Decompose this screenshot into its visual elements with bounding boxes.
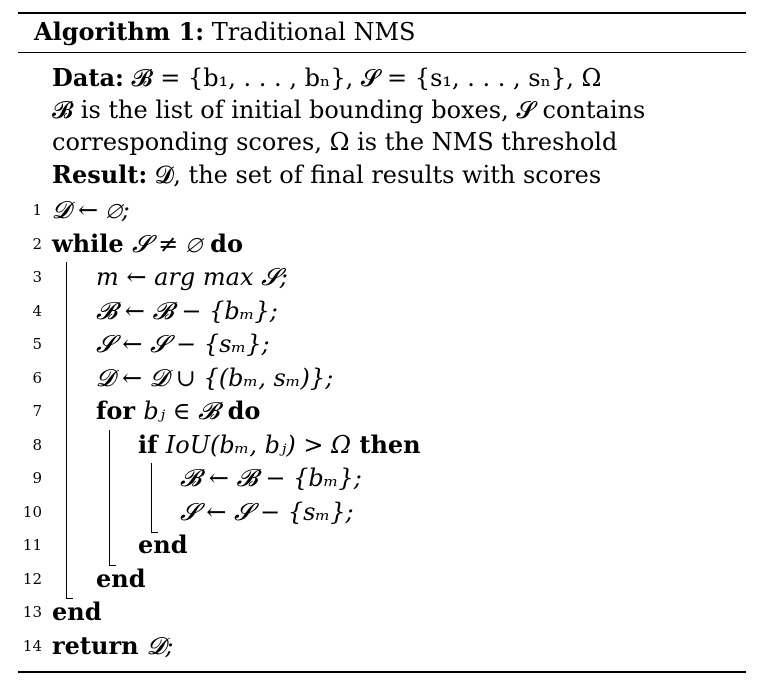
line-number: 1 xyxy=(32,201,42,219)
line-number: 7 xyxy=(32,402,42,420)
code-line: if IoU(bₘ, bⱼ) > Ω then xyxy=(138,429,421,461)
algorithm-label: Algorithm 1: xyxy=(34,17,205,46)
line-number: 10 xyxy=(22,503,42,521)
keyword: do xyxy=(201,229,243,258)
code-line: 𝓢 ← 𝓢 − {sₘ}; xyxy=(96,328,270,360)
code-line: 𝓑 ← 𝓑 − {bₘ}; xyxy=(180,462,362,494)
algorithm-name: Traditional NMS xyxy=(211,18,416,46)
for-block-line xyxy=(109,430,110,565)
line-number: 5 xyxy=(32,335,42,353)
expression: 𝓓 ← ∅; xyxy=(52,196,130,224)
expression: 𝓢 ← 𝓢 − {sₘ}; xyxy=(180,498,354,526)
code-line: for bⱼ ∈ 𝓑 do xyxy=(96,395,260,427)
expression: 𝓑 ← 𝓑 − {bₘ}; xyxy=(180,464,362,492)
code-line: m ← arg max 𝓢; xyxy=(96,261,288,293)
result-label: Result: xyxy=(52,160,148,189)
keyword: return xyxy=(52,631,147,660)
bottom-rule xyxy=(18,671,746,673)
line-number: 9 xyxy=(32,469,42,487)
description-line-2: corresponding scores, Ω is the NMS thres… xyxy=(52,128,618,156)
keyword: do xyxy=(219,396,261,425)
code-line: return 𝓓; xyxy=(52,630,173,662)
expression: 𝓢 ≠ ∅ xyxy=(131,230,202,258)
algorithm-title: Algorithm 1: Traditional NMS xyxy=(34,17,416,47)
if-block-line-end xyxy=(151,532,158,533)
expression: m ← arg max 𝓢; xyxy=(96,263,288,291)
for-block-line-end xyxy=(109,565,116,566)
code-line: while 𝓢 ≠ ∅ do xyxy=(52,228,243,260)
code-line: end xyxy=(96,563,146,595)
keyword: for xyxy=(96,396,144,425)
data-line: Data: 𝓑 = {b₁, . . . , bₙ}, 𝓢 = {s₁, . .… xyxy=(52,63,601,93)
top-rule xyxy=(18,12,746,14)
keyword: if xyxy=(138,430,166,459)
line-number: 11 xyxy=(22,536,42,554)
line-number: 14 xyxy=(22,637,42,655)
result-text: 𝓓, the set of final results with scores xyxy=(154,161,602,189)
expression: bⱼ ∈ 𝓑 xyxy=(143,397,220,425)
expression: IoU(bₘ, bⱼ) > Ω xyxy=(165,431,351,459)
code-line: end xyxy=(52,596,102,628)
keyword: end xyxy=(52,597,102,626)
line-number: 12 xyxy=(22,570,42,588)
code-line: 𝓑 ← 𝓑 − {bₘ}; xyxy=(96,295,278,327)
code-line: 𝓓 ← ∅; xyxy=(52,194,130,226)
code-line: end xyxy=(138,529,188,561)
line-number: 4 xyxy=(32,302,42,320)
keyword: then xyxy=(351,430,421,459)
line-number: 6 xyxy=(32,369,42,387)
code-line: 𝓢 ← 𝓢 − {sₘ}; xyxy=(180,496,354,528)
line-number: 2 xyxy=(32,235,42,253)
code-line: 𝓓 ← 𝓓 ∪ {(bₘ, sₘ)}; xyxy=(96,362,333,394)
line-number: 13 xyxy=(22,603,42,621)
if-block-line xyxy=(151,463,152,532)
expression: 𝓢 ← 𝓢 − {sₘ}; xyxy=(96,330,270,358)
title-rule xyxy=(18,52,746,53)
line-number: 3 xyxy=(32,268,42,286)
description-line-1: 𝓑 is the list of initial bounding boxes,… xyxy=(52,96,646,124)
expression: 𝓑 ← 𝓑 − {bₘ}; xyxy=(96,297,278,325)
keyword: end xyxy=(138,530,188,559)
while-block-line-end xyxy=(66,598,73,599)
line-number: 8 xyxy=(32,436,42,454)
data-text: 𝓑 = {b₁, . . . , bₙ}, 𝓢 = {s₁, . . . , s… xyxy=(131,64,602,92)
data-label: Data: xyxy=(52,63,124,92)
result-line: Result: 𝓓, the set of final results with… xyxy=(52,160,601,190)
keyword: end xyxy=(96,564,146,593)
keyword: while xyxy=(52,229,132,258)
expression: 𝓓 ← 𝓓 ∪ {(bₘ, sₘ)}; xyxy=(96,364,334,392)
expression: 𝓓; xyxy=(146,632,174,660)
while-block-line xyxy=(66,262,67,598)
